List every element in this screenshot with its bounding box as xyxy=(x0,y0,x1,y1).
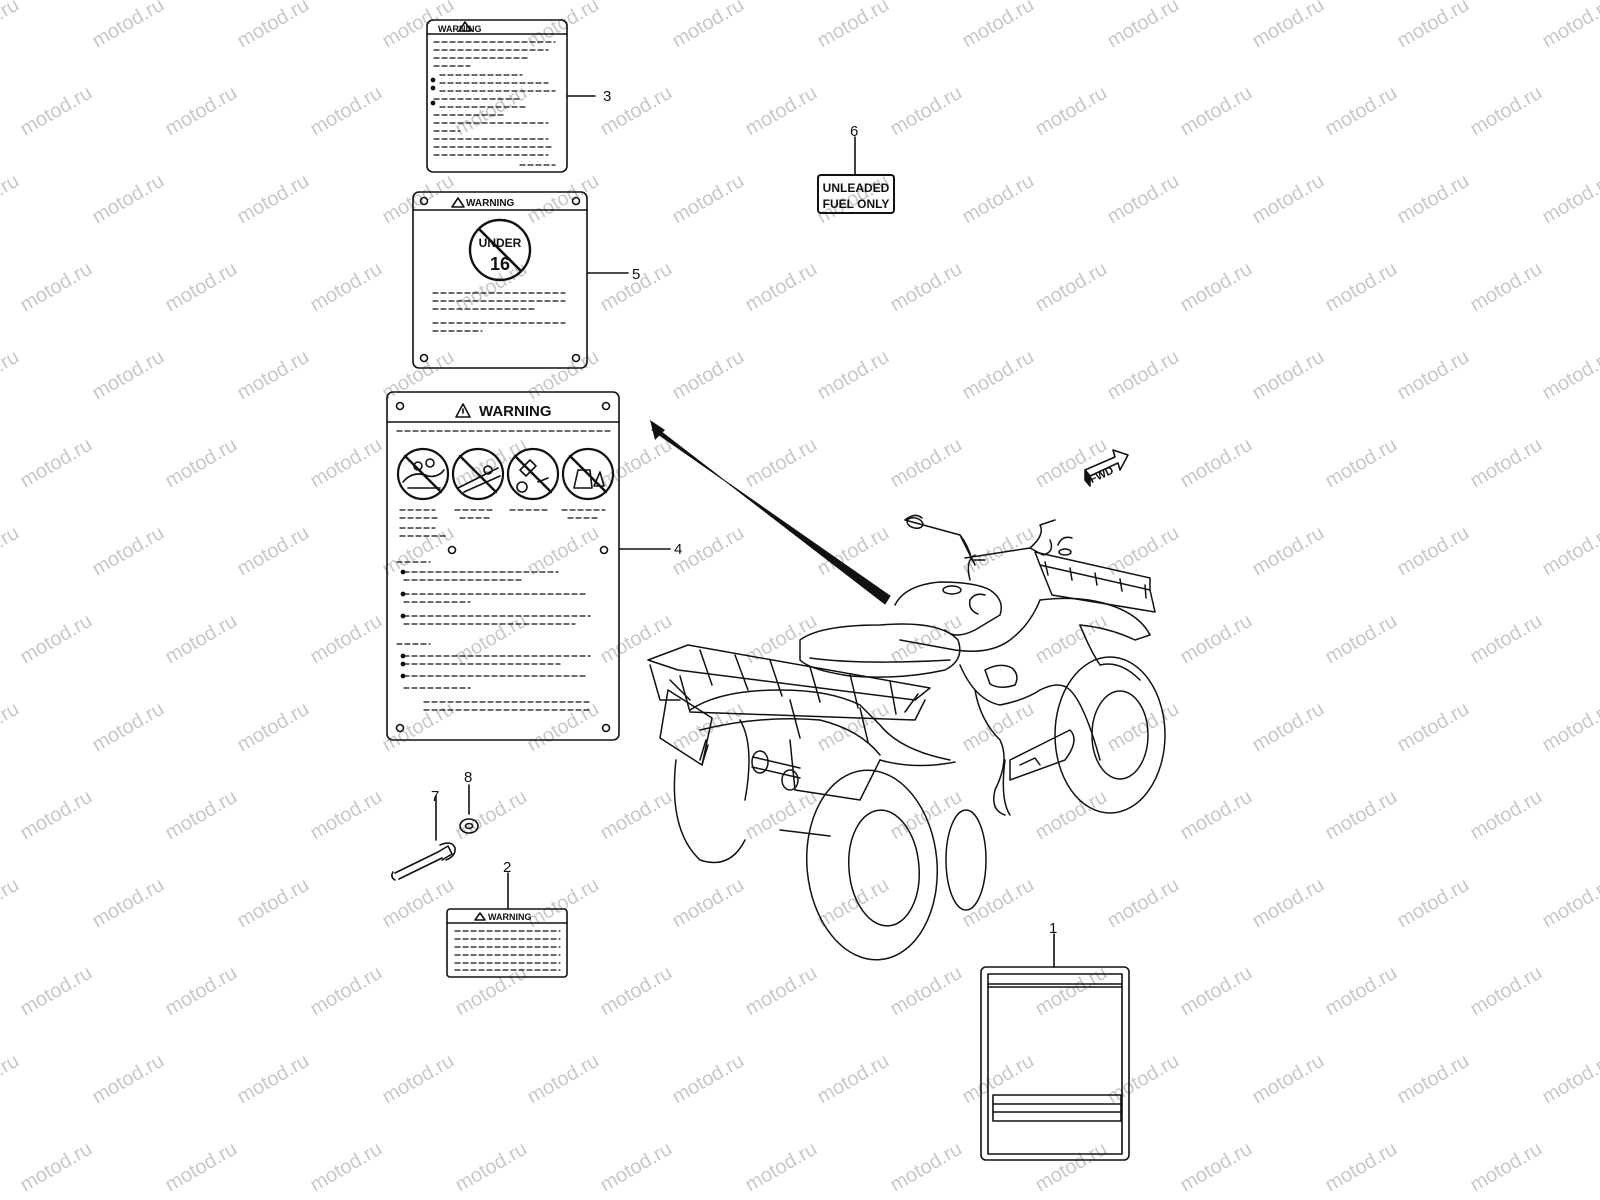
callout-2: 2 xyxy=(503,859,511,876)
atv-drawing xyxy=(647,514,1166,961)
callout-5: 5 xyxy=(632,266,640,283)
label-5-under-text: UNDER xyxy=(479,236,522,250)
label-1 xyxy=(980,933,1130,1161)
no-under-16-icon xyxy=(468,218,532,282)
pointer-wedge xyxy=(651,426,891,605)
label-3-warning-text: WARNING xyxy=(438,24,482,34)
label-5-age-text: 16 xyxy=(490,254,510,274)
label-4-warning-text: WARNING xyxy=(479,403,552,420)
callout-4: 4 xyxy=(674,541,682,558)
warning-label-2 xyxy=(446,872,568,978)
forward-arrow-icon xyxy=(1084,449,1129,487)
callout-1: 1 xyxy=(1049,920,1057,937)
fuel-label-line1: UNLEADED xyxy=(823,181,890,195)
label-5-warning-text: WARNING xyxy=(466,198,515,209)
warning-triangle-icon xyxy=(474,912,486,921)
rivet-7 xyxy=(391,795,456,881)
washer-8 xyxy=(459,784,479,834)
warning-label-3 xyxy=(426,19,596,173)
warning-label-4 xyxy=(386,391,671,741)
label-2-warning-text: WARNING xyxy=(488,912,532,922)
no-alcohol-icon xyxy=(506,447,560,501)
no-under-16-icon xyxy=(561,447,615,501)
warning-triangle-icon xyxy=(451,197,465,208)
no-road-icon xyxy=(451,447,505,501)
callout-3: 3 xyxy=(603,88,611,105)
fuel-label-6 xyxy=(817,136,895,214)
callout-6: 6 xyxy=(850,123,858,140)
warning-label-5 xyxy=(412,191,629,369)
fuel-label-line2: FUEL ONLY xyxy=(823,197,890,211)
warning-triangle-icon xyxy=(455,403,471,418)
callout-7: 7 xyxy=(431,788,439,805)
warning-triangle-icon xyxy=(458,21,472,32)
no-passenger-icon xyxy=(396,447,450,501)
callout-8: 8 xyxy=(464,769,472,786)
